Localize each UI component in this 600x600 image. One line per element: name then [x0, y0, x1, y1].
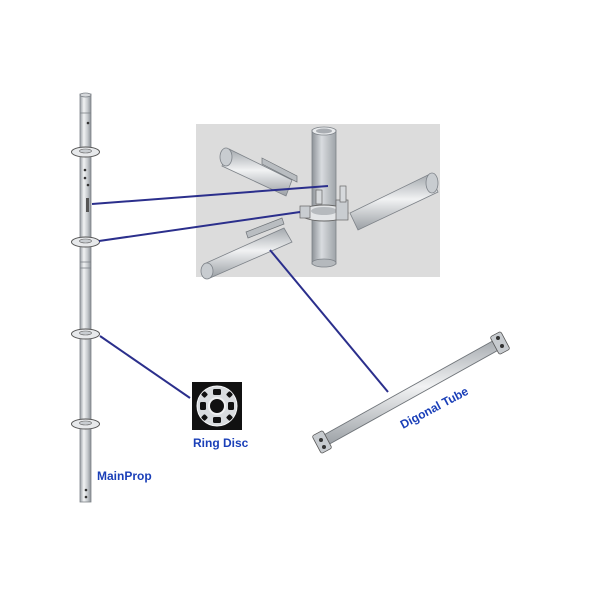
main-prop-slot: [86, 198, 89, 212]
diagonal-tube: [312, 331, 510, 454]
ring-disc-closeup: [299, 185, 349, 222]
node-detail-panel: [196, 124, 440, 280]
main-prop-hole: [84, 495, 88, 499]
leader-line-prop-to-ring-disc: [99, 335, 191, 399]
leader-lines: [91, 185, 389, 399]
leader-line-prop-to-detail-upper: [91, 185, 329, 205]
main-prop-hole: [84, 488, 88, 492]
label-ring-disc: Ring Disc: [193, 436, 249, 450]
main-prop-hole: [86, 121, 90, 125]
main-prop: [71, 92, 100, 503]
ledger-head-right: [349, 172, 439, 231]
ledger-head-upper-left: [219, 147, 298, 197]
diagonal-tube-end-right: [490, 331, 510, 355]
leader-line-detail-to-diagonal-tube: [269, 249, 389, 393]
ring-disc-hub: [208, 397, 226, 415]
leader-line-prop-to-detail-lower: [98, 211, 301, 242]
diagonal-tube-body: [321, 337, 503, 447]
diagonal-tube-end-left: [312, 430, 332, 454]
main-prop-hole: [86, 183, 90, 187]
main-prop-hole: [83, 168, 87, 172]
standard-closeup: [311, 126, 337, 268]
ring-disc-thumbnail: [192, 382, 242, 430]
main-prop-ring: [71, 236, 100, 248]
diagonal-head-lower-left: [200, 217, 293, 280]
main-prop-hole: [83, 176, 87, 180]
main-prop-top-cap: [79, 92, 92, 98]
label-main-prop: MainProp: [97, 469, 152, 483]
main-prop-ring: [71, 146, 100, 158]
main-prop-ring: [71, 418, 100, 430]
ring-disc-slots: [200, 389, 234, 423]
main-prop-ring: [71, 328, 100, 340]
